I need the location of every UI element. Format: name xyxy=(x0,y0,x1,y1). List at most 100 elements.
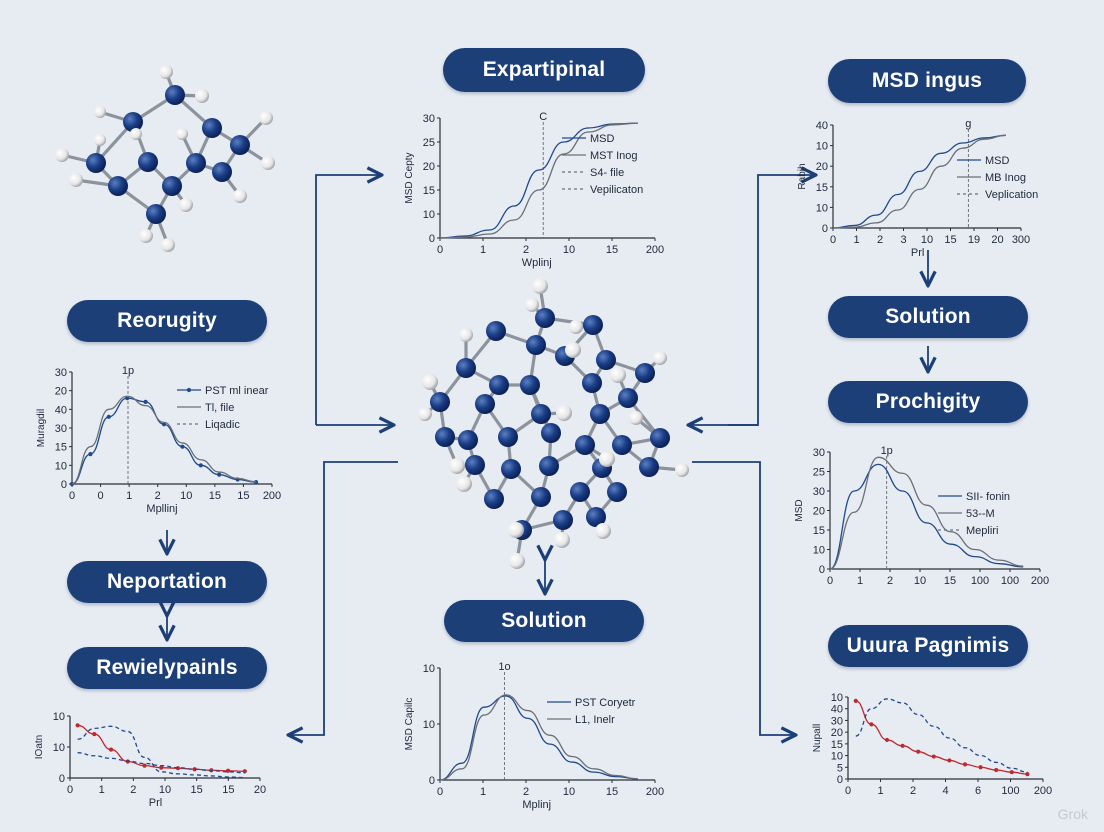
legend-entry: Vepilicaton xyxy=(590,184,643,196)
data-point xyxy=(962,762,968,767)
y-tick-label: 10 xyxy=(816,202,828,214)
data-point xyxy=(159,765,164,770)
atom-carbon xyxy=(618,388,638,408)
x-tick-label: 15 xyxy=(606,244,618,256)
x-tick-label: 19 xyxy=(968,234,980,246)
y-axis-label: Muragdil xyxy=(36,409,47,447)
x-tick-label: 0 xyxy=(98,490,104,502)
prochigity-label: Prochigity xyxy=(828,381,1028,423)
x-tick-label: 1 xyxy=(877,785,883,797)
x-tick-label: 2 xyxy=(523,786,529,798)
atom-carbon xyxy=(138,152,158,172)
y-axis-label: IOatn xyxy=(34,735,45,759)
x-tick-label: 1 xyxy=(853,234,859,246)
data-point xyxy=(1025,772,1030,777)
data-point xyxy=(198,463,203,468)
y-axis-label: MSD xyxy=(794,499,805,521)
x-axis-label: Prl xyxy=(149,797,162,809)
solution-bottom-label: Solution xyxy=(444,600,644,642)
x-tick-label: 20 xyxy=(991,234,1003,246)
data-point xyxy=(161,422,167,427)
peak-label: 1p xyxy=(122,365,134,377)
atom-carbon xyxy=(586,507,606,527)
x-tick-label: 6 xyxy=(975,785,981,797)
legend-entry: Mepliri xyxy=(966,525,998,537)
x-tick-label: 0 xyxy=(437,244,443,256)
x-tick-label: 15 xyxy=(222,784,234,796)
y-tick-label: 10 xyxy=(423,663,435,675)
x-tick-label: 2 xyxy=(155,490,161,502)
x-tick-label: 0 xyxy=(830,234,836,246)
y-tick-label: 20 xyxy=(813,506,825,518)
atom-carbon xyxy=(486,321,506,341)
atom-hydrogen xyxy=(599,451,615,467)
atom-carbon xyxy=(570,482,590,502)
x-tick-label: 10 xyxy=(921,234,933,246)
x-tick-label: 100 xyxy=(971,575,989,587)
x-tick-label: 10 xyxy=(159,784,171,796)
atom-carbon xyxy=(123,112,143,132)
arrow-to-top-chart xyxy=(315,175,380,425)
x-tick-label: 0 xyxy=(827,575,833,587)
large-molecule-illustration xyxy=(418,278,689,569)
atom-hydrogen xyxy=(69,173,83,187)
data-point xyxy=(192,767,197,772)
series-line xyxy=(829,456,1024,570)
data-point xyxy=(916,749,921,754)
atom-carbon xyxy=(535,308,555,328)
atom-carbon xyxy=(162,176,182,196)
y-tick-label: 10 xyxy=(53,742,65,754)
atom-hydrogen xyxy=(675,463,689,477)
atom-carbon xyxy=(230,135,250,155)
y-axis-label: MSD Cepty xyxy=(404,152,415,203)
atom-carbon xyxy=(456,358,476,378)
legend-entry: MSD xyxy=(590,133,615,145)
peak-label: 1p xyxy=(881,445,893,457)
atom-carbon xyxy=(501,459,521,479)
atom-hydrogen xyxy=(55,148,69,162)
x-tick-label: 2 xyxy=(877,234,883,246)
x-tick-label: 100 xyxy=(1001,575,1019,587)
x-tick-label: 2 xyxy=(887,575,893,587)
atom-carbon xyxy=(575,435,595,455)
x-tick-label: 3 xyxy=(900,234,906,246)
peak-label: g xyxy=(965,118,971,130)
atom-hydrogen xyxy=(456,476,472,492)
atom-carbon xyxy=(212,162,232,182)
x-tick-label: 15 xyxy=(237,490,249,502)
atom-carbon xyxy=(590,404,610,424)
y-tick-label: 30 xyxy=(813,486,825,498)
atom-carbon xyxy=(475,394,495,414)
atom-hydrogen xyxy=(629,411,643,425)
y-tick-label: 15 xyxy=(813,525,825,537)
data-point xyxy=(884,737,890,743)
data-point xyxy=(106,414,111,419)
y-tick-label: 30 xyxy=(55,423,67,435)
x-tick-label: 300 xyxy=(1012,234,1030,246)
atom-carbon xyxy=(583,315,603,335)
peak-label: 1o xyxy=(498,661,510,673)
y-tick-label: 20 xyxy=(423,161,435,173)
x-tick-label: 15 xyxy=(209,490,221,502)
x-tick-label: 10 xyxy=(914,575,926,587)
x-axis-label: Wplinj xyxy=(522,257,552,269)
data-point xyxy=(108,747,114,752)
data-point xyxy=(75,723,80,728)
data-point xyxy=(931,754,936,759)
y-tick-label: 30 xyxy=(831,715,843,727)
y-tick-label: 10 xyxy=(831,751,843,763)
series-line xyxy=(439,122,638,239)
x-tick-label: 200 xyxy=(646,786,664,798)
atom-carbon xyxy=(202,118,222,138)
y-tick-label: 10 xyxy=(831,692,843,704)
atom-hydrogen xyxy=(595,523,611,539)
y-axis-label: MSD Capilc xyxy=(404,698,415,751)
x-tick-label: 200 xyxy=(1034,785,1052,797)
y-tick-label: 0 xyxy=(429,233,435,245)
atom-carbon xyxy=(498,427,518,447)
x-tick-label: 1 xyxy=(126,490,132,502)
small-molecule-illustration xyxy=(55,65,275,252)
atom-hydrogen xyxy=(179,198,193,212)
uuura-pagnimis-label: Uuura Pagnimis xyxy=(828,625,1028,667)
